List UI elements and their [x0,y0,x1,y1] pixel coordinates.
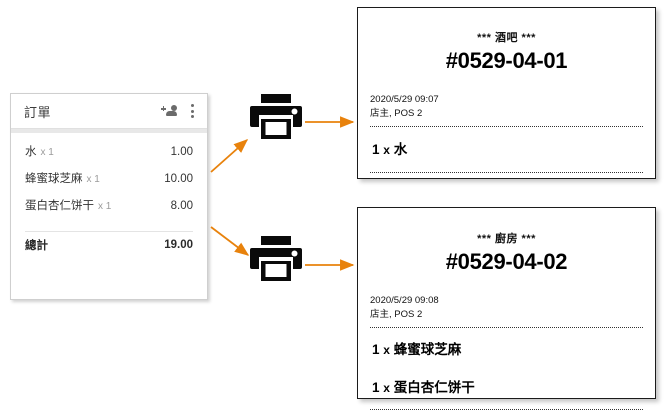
person-add-icon-body [166,111,177,116]
receipt-separator-top [370,125,643,127]
receipt-number: #0529-04-01 [445,48,568,73]
receipt-department: *** 酒吧 *** [477,32,536,44]
receipt-separator-top [370,326,643,328]
order-card-title: 訂單 [24,104,52,120]
order-total-row: 總計 19.00 [25,232,193,258]
receipt-meta: 2020/5/29 09:08 店主, POS 2 [370,294,643,322]
order-item-price: 10.00 [164,173,193,185]
receipt-operator: 店主, POS 2 [370,308,423,320]
receipt-items: 1 x 蜂蜜球芝麻 1 x 蛋白杏仁饼干 [370,328,643,404]
receipt-item-qty: 1 [372,141,380,157]
receipt-item-x: x [383,142,390,157]
printer-kitchen[interactable] [248,235,304,283]
printer-icon [250,94,302,139]
order-item-qty: x 1 [40,147,54,158]
receipt-item-name: 水 [393,141,408,157]
order-item-price: 8.00 [170,200,193,212]
order-item-price: 1.00 [170,146,193,158]
receipt-separator-bottom [370,408,643,410]
printer-icon [250,236,302,281]
printer-bar[interactable] [248,93,304,141]
receipt-item: 1 x 蛋白杏仁饼干 [370,366,643,404]
order-card-header-actions [161,103,195,119]
order-card-divider [11,128,207,133]
receipt-separator-bottom [370,171,643,173]
receipt-kitchen: *** 廚房 *** #0529-04-02 2020/5/29 09:08 店… [357,207,656,410]
order-item-qty: x 1 [98,201,112,212]
receipt-bar: *** 酒吧 *** #0529-04-01 2020/5/29 09:07 店… [357,7,656,179]
order-item-qty: x 1 [86,174,100,185]
arrow-order-to-printer-kitchen [210,226,250,256]
more-dot [191,115,194,118]
person-add-icon-plus-vertical [162,106,165,112]
receipt-operator: 店主, POS 2 [370,107,423,119]
more-dot [191,109,194,113]
person-add-icon-head [171,105,177,111]
receipt-item-qty: 1 [372,379,380,395]
more-dot [191,104,194,107]
receipt-item-qty: 1 [372,341,380,357]
person-add-icon[interactable] [161,104,177,118]
receipt-item-name: 蛋白杏仁饼干 [393,379,475,395]
receipt-item: 1 x 水 [370,127,643,167]
receipt-department: *** 廚房 *** [477,233,536,245]
receipt-item-x: x [383,380,390,395]
receipt-number: #0529-04-02 [445,249,568,274]
receipt-item-name: 蜂蜜球芝麻 [393,341,462,357]
receipt-datetime: 2020/5/29 09:08 [370,295,439,306]
order-card-header: 訂單 [11,94,207,128]
order-total-separator [25,231,193,232]
receipt-item: 1 x 蜂蜜球芝麻 [370,328,643,366]
receipt-item-x: x [383,342,390,357]
receipt-items: 1 x 水 [370,127,643,167]
order-total-label: 總計 [25,240,48,252]
more-vertical-icon[interactable] [191,103,195,119]
arrow-order-to-printer-bar [210,139,249,173]
receipt-datetime: 2020/5/29 09:07 [370,94,439,105]
order-total-value: 19.00 [164,239,193,251]
receipt-meta: 2020/5/29 09:07 店主, POS 2 [370,93,643,121]
